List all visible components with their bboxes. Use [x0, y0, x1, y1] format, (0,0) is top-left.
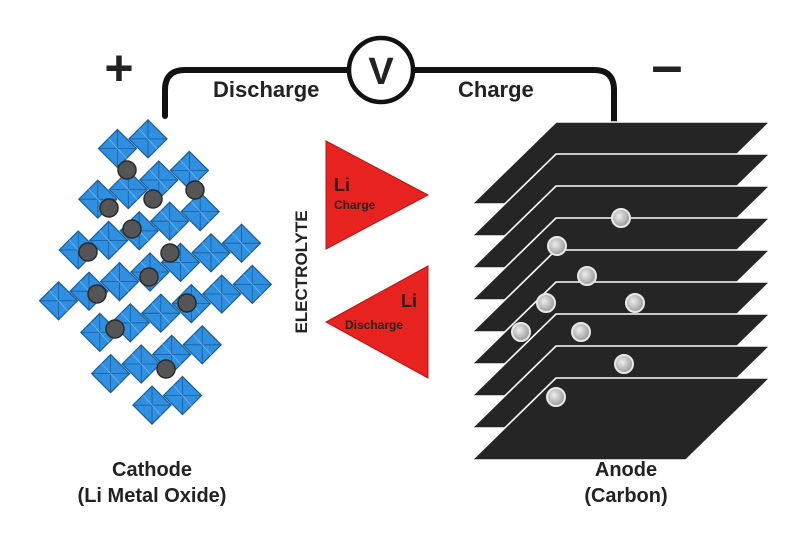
lithium-ion [571, 322, 591, 342]
lithium-ion [117, 160, 137, 180]
electrolyte-label: ELECTROLYTE [292, 210, 311, 333]
lithium-ion [160, 243, 180, 263]
lithium-ion [122, 219, 142, 239]
voltmeter-symbol: V [368, 51, 394, 93]
lithium-ion [577, 266, 597, 286]
lithium-ion [99, 198, 119, 218]
charge-arrow-caption: Charge [334, 198, 376, 212]
cathode-lithium-ions [78, 160, 205, 379]
octahedron [90, 354, 131, 394]
octahedron [121, 344, 161, 384]
negative-terminal-sign: – [651, 33, 682, 96]
lithium-ion [156, 359, 176, 379]
lithium-ion [625, 293, 645, 313]
lithium-ion [611, 208, 631, 228]
lithium-ion [105, 319, 125, 339]
anode-graphite-layers [470, 121, 772, 461]
lithium-ion [536, 293, 556, 313]
lithium-ion [547, 236, 567, 256]
anode-lithium-ions [511, 208, 645, 407]
lithium-ion [614, 354, 634, 374]
circuit-wire [162, 67, 617, 125]
octahedron [162, 375, 203, 416]
octahedron [191, 233, 231, 273]
octahedron [132, 385, 172, 425]
charge-arrow: Li Charge [325, 140, 430, 250]
discharge-arrow: Li Discharge [324, 265, 429, 379]
lithium-ion [185, 180, 205, 200]
octahedron [221, 223, 262, 263]
cathode-title: Cathode [112, 459, 192, 481]
lithium-ion [511, 322, 531, 342]
discharge-direction-label: Discharge [213, 77, 319, 102]
anode-title: Anode [595, 459, 657, 481]
cathode-subtitle: (Li Metal Oxide) [78, 485, 227, 507]
octahedron [182, 325, 222, 365]
lithium-ion [78, 242, 98, 262]
charge-arrow-ion: Li [334, 175, 350, 195]
octahedron [202, 274, 242, 314]
positive-terminal-sign: + [104, 40, 133, 96]
octahedron [128, 119, 168, 159]
lithium-ion [143, 189, 163, 209]
octahedron [180, 192, 220, 232]
voltmeter-icon: V [346, 35, 416, 105]
discharge-arrow-caption: Discharge [345, 318, 403, 332]
octahedron [141, 293, 181, 333]
discharge-arrow-ion: Li [401, 291, 417, 311]
charge-direction-label: Charge [458, 77, 534, 102]
anode-subtitle: (Carbon) [584, 485, 667, 507]
lithium-ion [87, 284, 107, 304]
octahedron [232, 264, 272, 304]
lithium-ion [139, 267, 159, 287]
octahedron [38, 281, 79, 321]
lithium-ion [177, 293, 197, 313]
lithium-ion [546, 387, 566, 407]
